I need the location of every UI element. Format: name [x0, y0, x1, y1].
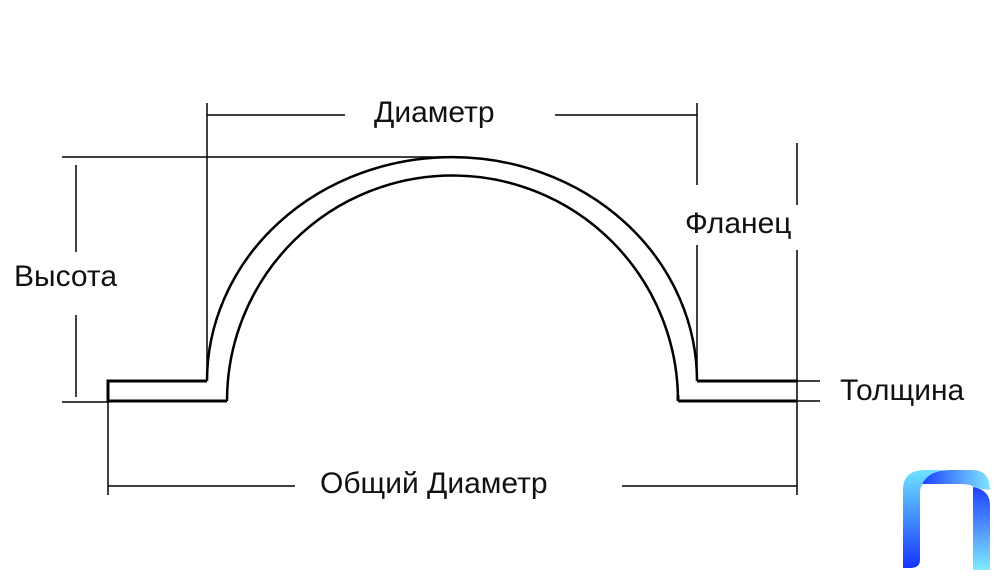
- inner-arc: [225, 174, 680, 402]
- dimension-lines: [62, 103, 820, 495]
- right-flange: [676, 379, 797, 403]
- outer-arc: [205, 155, 699, 382]
- label-diameter: Диаметр: [374, 96, 495, 129]
- label-height: Высота: [14, 260, 118, 293]
- blue-p-logo-icon: [903, 470, 990, 570]
- label-flange: Фланец: [685, 207, 792, 240]
- label-thickness: Толщина: [840, 374, 965, 407]
- label-total-diameter: Общий Диаметр: [320, 467, 548, 500]
- left-flange: [106, 379, 227, 403]
